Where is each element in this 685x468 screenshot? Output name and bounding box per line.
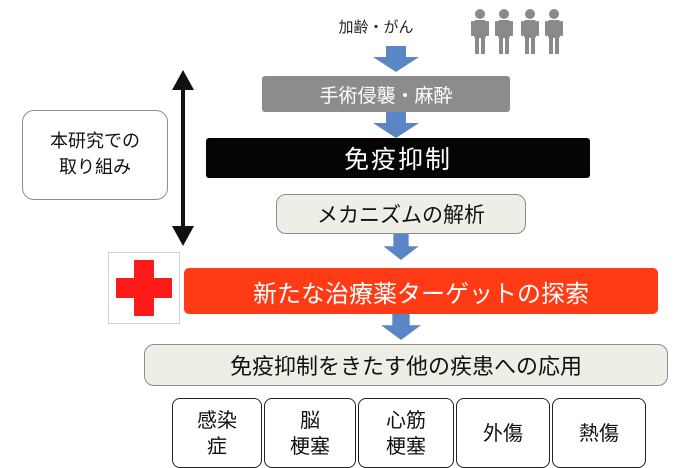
- down-arrow-icon: [373, 46, 419, 72]
- application-box: 免疫抑制をきたす他の疾患への応用: [144, 344, 668, 386]
- immunosuppression-box: 免疫抑制: [206, 138, 590, 178]
- target-search-box: 新たな治療薬ターゲットの探索: [184, 268, 658, 314]
- disease-label-line-1: 熱傷: [579, 421, 619, 445]
- person-icon: [545, 9, 563, 54]
- person-icon: [495, 9, 513, 54]
- disease-label-line-2: 梗塞: [290, 434, 330, 458]
- mechanism-analysis-box: メカニズムの解析: [276, 194, 526, 234]
- disease-label-line-2: 梗塞: [386, 434, 426, 458]
- down-arrow-icon: [383, 234, 419, 260]
- red-cross-icon: [108, 252, 180, 324]
- disease-label-line-1: 脳: [300, 408, 320, 432]
- disease-label-line-1: 外傷: [483, 421, 523, 445]
- disease-box-infection: 感染 症: [172, 398, 262, 468]
- person-icon: [471, 9, 489, 54]
- research-scope-bubble: 本研究での 取り組み: [22, 110, 168, 200]
- disease-label-line-1: 感染: [197, 408, 237, 432]
- top-label: 加齢・がん: [338, 18, 414, 36]
- disease-box-burn: 熱傷: [552, 398, 646, 468]
- disease-label-line-2: 症: [207, 434, 227, 458]
- down-arrow-icon: [373, 112, 419, 138]
- people-group-icon: [471, 9, 563, 54]
- disease-box-myocardial-infarction: 心筋 梗塞: [358, 398, 454, 468]
- bubble-line-2: 取り組み: [59, 157, 131, 178]
- person-icon: [521, 9, 539, 54]
- down-arrow-icon: [381, 314, 421, 340]
- vertical-double-arrow-icon: [172, 70, 194, 246]
- disease-box-cerebral-infarction: 脳 梗塞: [264, 398, 356, 468]
- surgery-anesthesia-box: 手術侵襲・麻酔: [262, 76, 510, 112]
- bubble-line-1: 本研究での: [50, 131, 140, 152]
- disease-box-trauma: 外傷: [456, 398, 550, 468]
- disease-label-line-1: 心筋: [386, 408, 426, 432]
